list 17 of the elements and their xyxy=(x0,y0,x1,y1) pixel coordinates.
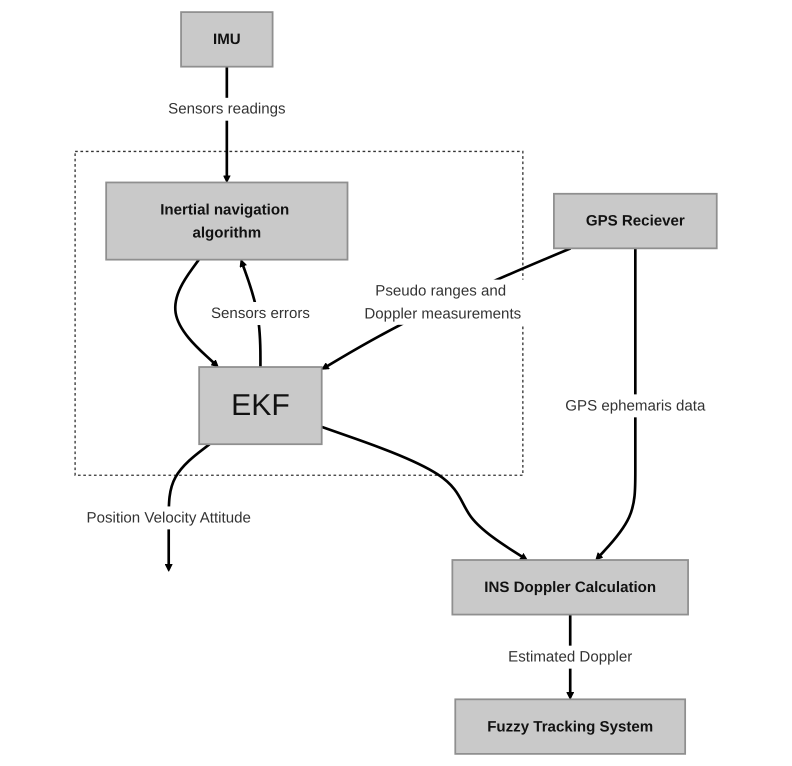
node-box: Fuzzy Tracking System xyxy=(454,698,686,755)
edge-label: Sensors errors xyxy=(211,304,310,322)
node-box: INS Doppler Calculation xyxy=(452,559,690,616)
edge-label: Position Velocity Attitude xyxy=(86,508,251,526)
edge-label: Pseudo ranges and Doppler measurements xyxy=(364,282,522,322)
node-box: IMU xyxy=(180,11,274,68)
edge-label: Estimated Doppler xyxy=(508,648,632,666)
arrow xyxy=(321,247,572,370)
node-box: EKF xyxy=(198,366,323,446)
arrow xyxy=(174,258,219,368)
node-box: GPS Reciever xyxy=(553,192,718,250)
node-box: Inertial navigation algorithm xyxy=(105,182,348,261)
edge-label: Sensors readings xyxy=(168,100,286,118)
cluster xyxy=(74,150,524,476)
arrow xyxy=(321,426,528,560)
edge-label: GPS ephemaris data xyxy=(565,396,706,414)
arrow xyxy=(595,248,637,560)
